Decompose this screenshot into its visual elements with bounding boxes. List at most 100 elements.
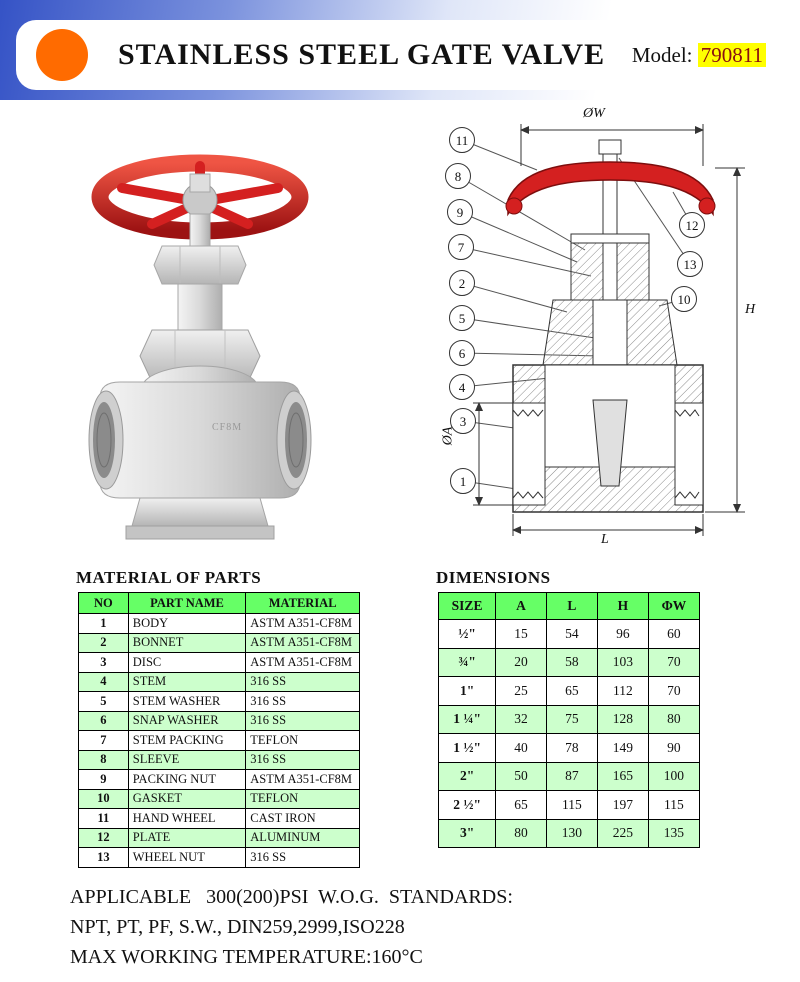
dim-label-bore: ØA [440,426,456,446]
table-cell: 165 [596,761,649,791]
model-info: Model: 790811 [631,42,766,68]
table-cell: 2 ½" [437,790,497,820]
column-header: PART NAME [127,592,247,614]
table-cell: ASTM A351-CF8M [245,769,360,790]
table-cell: 6 [78,710,129,731]
callout-2: 2 [449,270,475,296]
table-cell: SLEEVE [127,749,247,770]
footer-notes: APPLICABLE 300(200)PSI W.O.G. STANDARDS:… [70,882,513,972]
callout-11: 11 [449,127,475,153]
table-cell: 11 [78,808,129,829]
table-cell: 128 [596,704,649,734]
table-cell: 316 SS [245,710,360,731]
table-cell: 316 SS [245,749,360,770]
callout-5: 5 [449,305,475,331]
table-cell: 316 SS [245,671,360,692]
dim-label-width: ØW [583,106,605,121]
callout-1: 1 [450,468,476,494]
table-cell: 90 [647,733,701,763]
table-cell: TEFLON [245,788,360,809]
dimensions-header-row: SIZE A L H ΦW [437,592,701,620]
standards-line: APPLICABLE 300(200)PSI W.O.G. STANDARDS: [70,886,513,908]
table-cell: 1 ¼" [437,704,497,734]
table-cell: 70 [647,676,701,706]
callout-4: 4 [449,374,475,400]
table-cell: 103 [596,647,649,677]
column-header: H [596,592,649,620]
table-cell: 75 [545,704,598,734]
table-cell: 25 [495,676,547,706]
table-cell: 1 ½" [437,733,497,763]
table-cell: 54 [545,619,598,649]
table-cell: 100 [647,761,701,791]
body-marking: CF8M [212,422,243,433]
dimensions-title: DIMENSIONS [436,568,551,587]
table-cell: 115 [647,790,701,820]
table-cell: 40 [495,733,547,763]
table-cell: BODY [127,613,247,634]
table-cell: 5 [78,691,129,712]
materials-header-row: NO PART NAME MATERIAL [78,592,360,614]
table-cell: DISC [127,652,247,673]
valve-photo: CF8M [40,130,350,570]
table-cell: 10 [78,788,129,809]
title-box: STAINLESS STEEL GATE VALVE Model: 790811 [16,20,788,90]
model-number: 790811 [697,42,766,67]
valve-photo-graphic [88,154,312,540]
table-cell: 96 [596,619,649,649]
model-label: Model: [631,42,693,67]
table-cell: 112 [596,676,649,706]
table-cell: WHEEL NUT [127,847,247,868]
callout-8: 8 [445,163,471,189]
table-cell: 7 [78,730,129,751]
table-cell: 316 SS [245,691,360,712]
callout-3: 3 [450,408,476,434]
table-cell: 80 [495,818,547,848]
table-cell: ASTM A351-CF8M [245,632,360,653]
table-cell: 70 [647,647,701,677]
table-cell: STEM PACKING [127,730,247,751]
column-header: SIZE [437,592,497,620]
table-cell: 65 [545,676,598,706]
header-band: STAINLESS STEEL GATE VALVE Model: 790811 [0,0,800,100]
table-cell: 1" [437,676,497,706]
page-title: STAINLESS STEEL GATE VALVE [118,38,606,71]
table-cell: PLATE [127,827,247,848]
column-header: MATERIAL [245,592,360,614]
table-cell: 3 [78,652,129,673]
table-cell: 12 [78,827,129,848]
table-cell: 32 [495,704,547,734]
column-header: NO [78,592,129,614]
table-cell: 115 [545,790,598,820]
callout-10: 10 [671,286,697,312]
callout-12: 12 [679,212,705,238]
table-cell: 225 [596,818,649,848]
valve-section-graphic [457,124,745,536]
table-cell: 4 [78,671,129,692]
table-cell: 50 [495,761,547,791]
logo-circle-icon [36,29,88,81]
table-cell: HAND WHEEL [127,808,247,829]
table-cell: 2" [437,761,497,791]
table-cell: 20 [495,647,547,677]
callout-9: 9 [447,199,473,225]
table-cell: ¾" [437,647,497,677]
table-cell: ASTM A351-CF8M [245,613,360,634]
table-cell: 3" [437,818,497,848]
table-cell: 149 [596,733,649,763]
